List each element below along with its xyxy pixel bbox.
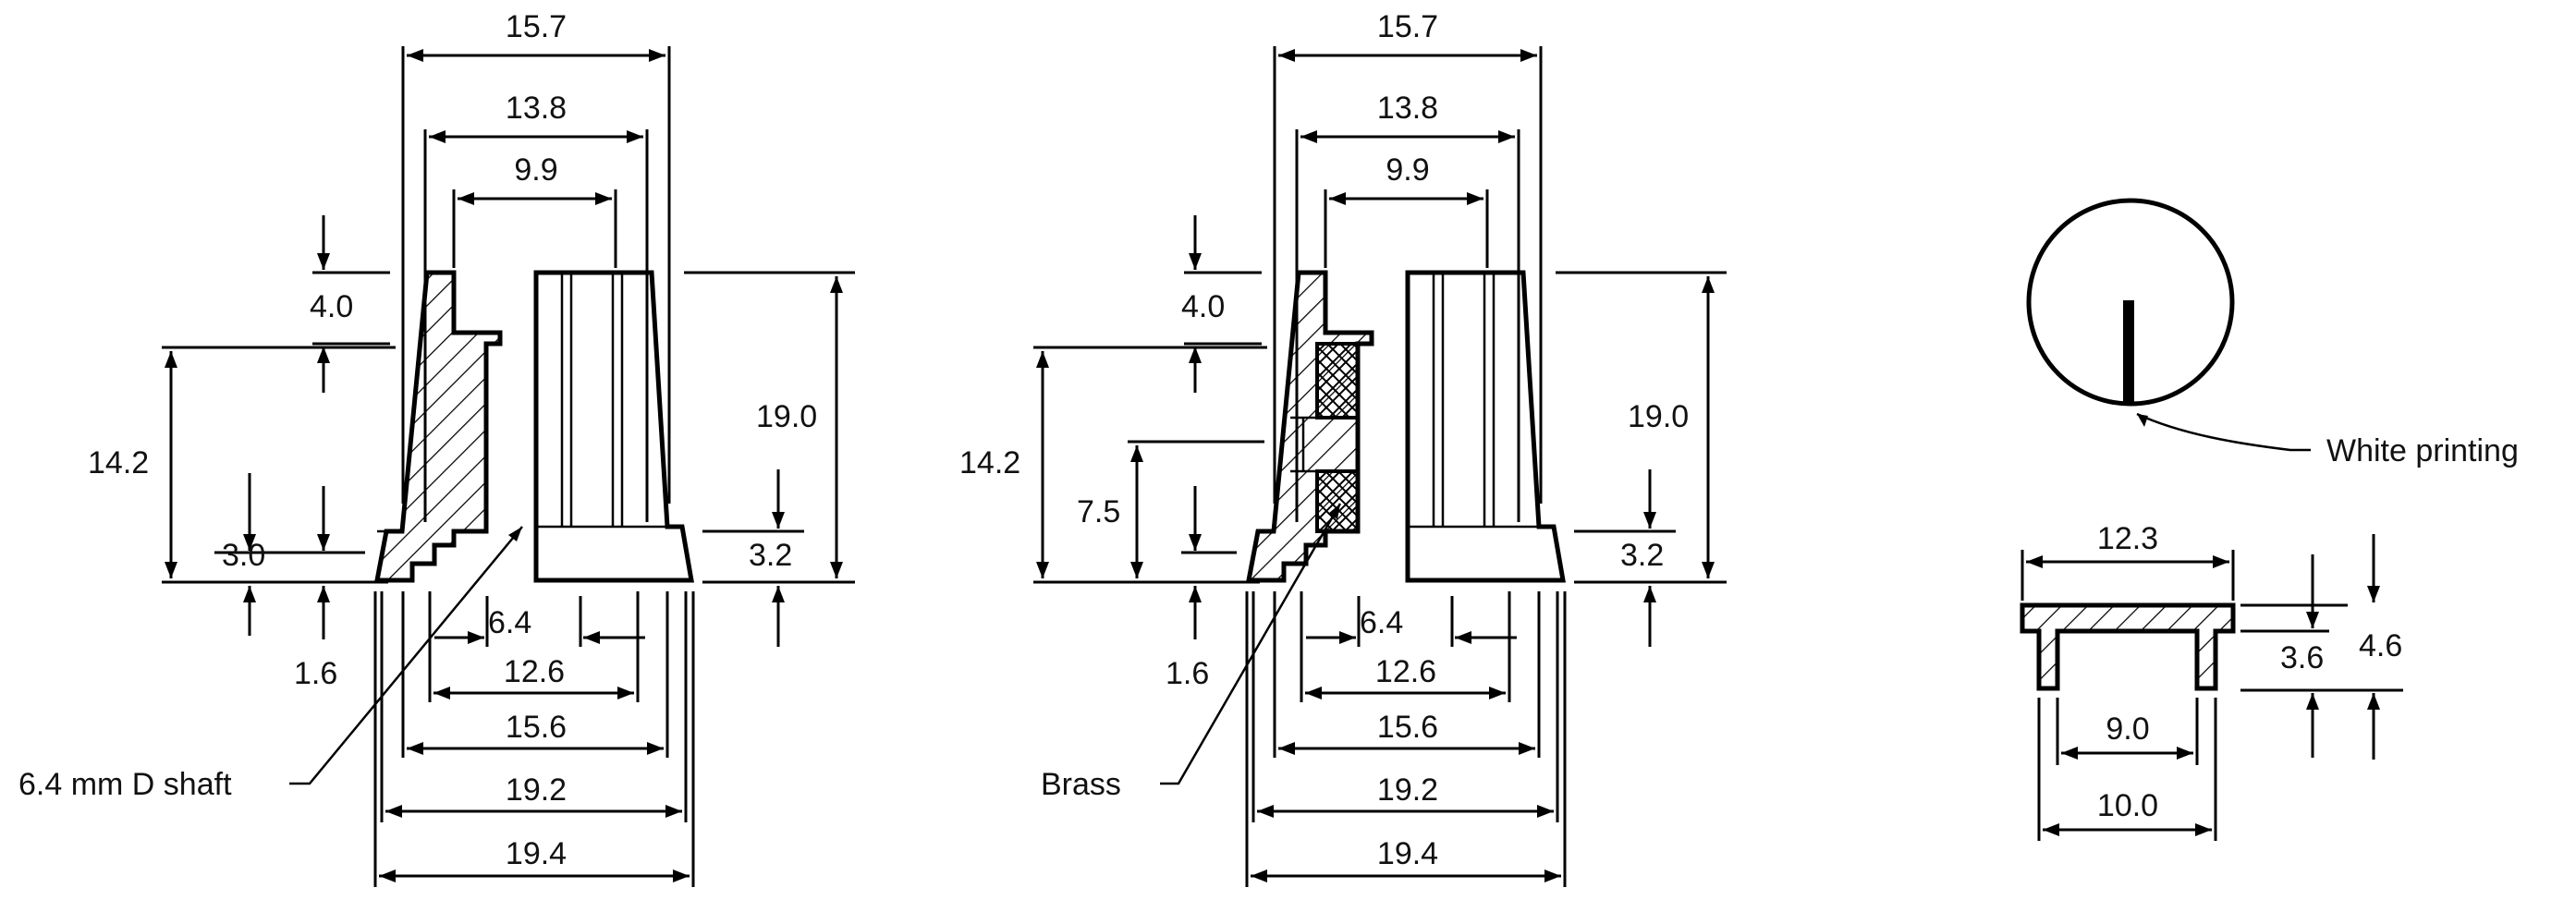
center-dim-15-6: 15.6 bbox=[1273, 591, 1541, 758]
center-dim-label-15-7: 15.7 bbox=[1377, 9, 1438, 44]
cap-section bbox=[2020, 602, 2236, 691]
left-dim-label-12-6: 12.6 bbox=[504, 654, 565, 689]
right-dim-9-0: 9.0 bbox=[2056, 698, 2199, 765]
left-dim-19-2: 19.2 bbox=[380, 591, 688, 822]
left-dim-19-4: 19.4 bbox=[373, 591, 695, 887]
left-dim-label-19-2: 19.2 bbox=[506, 772, 567, 808]
left-dim-label-3-0: 3.0 bbox=[222, 538, 265, 573]
right-dim-label-4-6: 4.6 bbox=[2359, 628, 2402, 663]
center-dim-3-2: 3.2 bbox=[1574, 469, 1676, 647]
right-callout: White printing bbox=[2136, 412, 2519, 468]
left-dim-6-4: 6.4 bbox=[434, 596, 645, 647]
center-dim-19-0: 19.0 bbox=[1556, 271, 1727, 584]
right-dim-label-10-0: 10.0 bbox=[2097, 788, 2158, 823]
left-dim-label-9-9: 9.9 bbox=[514, 152, 557, 188]
left-dim-label-19-0: 19.0 bbox=[756, 399, 817, 434]
brass-insert-upper bbox=[1315, 342, 1360, 420]
center-hatched-section bbox=[1245, 270, 1374, 583]
center-dim-label-19-2: 19.2 bbox=[1377, 772, 1438, 808]
right-dim-3-6: 3.6 bbox=[2240, 554, 2403, 758]
center-dim-label-19-4: 19.4 bbox=[1377, 836, 1438, 871]
center-dim-12-6: 12.6 bbox=[1300, 591, 1511, 702]
left-dim-12-6: 12.6 bbox=[428, 591, 640, 702]
center-dim-1-6: 1.6 bbox=[1166, 486, 1237, 691]
left-dim-1-6: 1.6 bbox=[294, 486, 337, 691]
left-dim-14-2: 14.2 bbox=[88, 346, 396, 584]
center-dim-label-19-0: 19.0 bbox=[1628, 399, 1689, 434]
center-dim-4-0: 4.0 bbox=[1181, 215, 1262, 393]
right-view: White printing 12.3 3.6 4.6 bbox=[2020, 198, 2519, 841]
center-dim-13-8: 13.8 bbox=[1295, 91, 1520, 522]
right-dim-label-12-3: 12.3 bbox=[2097, 521, 2158, 556]
left-dim-4-0: 4.0 bbox=[310, 215, 390, 393]
left-view: 15.7 13.8 9.9 4.0 bbox=[18, 9, 855, 887]
left-dim-19-0: 19.0 bbox=[684, 271, 855, 584]
center-dim-6-4: 6.4 bbox=[1306, 596, 1517, 647]
left-dim-15-6: 15.6 bbox=[401, 591, 669, 758]
left-dim-label-15-7: 15.7 bbox=[506, 9, 567, 44]
center-dim-9-9: 9.9 bbox=[1324, 152, 1489, 268]
center-dim-14-2: 14.2 bbox=[959, 346, 1267, 584]
left-dim-label-4-0: 4.0 bbox=[310, 289, 353, 324]
center-callout-text: Brass bbox=[1041, 767, 1121, 802]
left-dim-3-0: 3.0 bbox=[214, 473, 365, 636]
center-dim-label-14-2: 14.2 bbox=[959, 445, 1020, 480]
center-dim-label-7-5: 7.5 bbox=[1077, 494, 1120, 529]
left-dim-3-2: 3.2 bbox=[702, 469, 804, 647]
left-callout: 6.4 mm D shaft bbox=[18, 526, 523, 802]
left-dim-label-1-6: 1.6 bbox=[294, 656, 337, 691]
left-callout-text: 6.4 mm D shaft bbox=[18, 767, 232, 802]
left-dim-label-3-2: 3.2 bbox=[749, 538, 792, 573]
left-dim-label-6-4: 6.4 bbox=[488, 605, 531, 640]
center-view: 15.7 13.8 9.9 4.0 bbox=[959, 9, 1727, 887]
left-dim-9-9: 9.9 bbox=[452, 152, 617, 268]
left-hatched-section bbox=[373, 270, 503, 583]
right-dim-label-9-0: 9.0 bbox=[2106, 711, 2149, 747]
center-dim-label-6-4: 6.4 bbox=[1360, 605, 1403, 640]
left-dim-15-7: 15.7 bbox=[401, 9, 671, 504]
center-dim-label-13-8: 13.8 bbox=[1377, 91, 1438, 126]
right-callout-text: White printing bbox=[2326, 433, 2519, 468]
center-dim-label-4-0: 4.0 bbox=[1181, 289, 1225, 324]
left-dim-label-15-6: 15.6 bbox=[506, 710, 567, 745]
center-dim-15-7: 15.7 bbox=[1273, 9, 1543, 504]
left-dim-13-8: 13.8 bbox=[423, 91, 649, 522]
center-dim-label-1-6: 1.6 bbox=[1166, 656, 1209, 691]
right-dim-12-3: 12.3 bbox=[2021, 521, 2235, 601]
right-dim-label-3-6: 3.6 bbox=[2280, 640, 2324, 675]
center-dim-7-5: 7.5 bbox=[1077, 440, 1264, 578]
brass-insert-lower bbox=[1315, 469, 1360, 533]
left-dim-label-13-8: 13.8 bbox=[506, 91, 567, 126]
right-dim-4-6: 4.6 bbox=[2359, 534, 2402, 760]
center-dim-19-2: 19.2 bbox=[1251, 591, 1559, 822]
white-printing-mark bbox=[2123, 300, 2134, 404]
center-dim-19-4: 19.4 bbox=[1245, 591, 1567, 887]
center-dim-label-9-9: 9.9 bbox=[1386, 152, 1429, 188]
right-dim-10-0: 10.0 bbox=[2037, 698, 2217, 841]
center-dim-label-3-2: 3.2 bbox=[1620, 538, 1664, 573]
center-dim-label-15-6: 15.6 bbox=[1377, 710, 1438, 745]
center-callout: Brass bbox=[1041, 503, 1342, 802]
left-dim-label-14-2: 14.2 bbox=[88, 445, 149, 480]
left-dim-label-19-4: 19.4 bbox=[506, 836, 567, 871]
center-dim-label-12-6: 12.6 bbox=[1375, 654, 1436, 689]
